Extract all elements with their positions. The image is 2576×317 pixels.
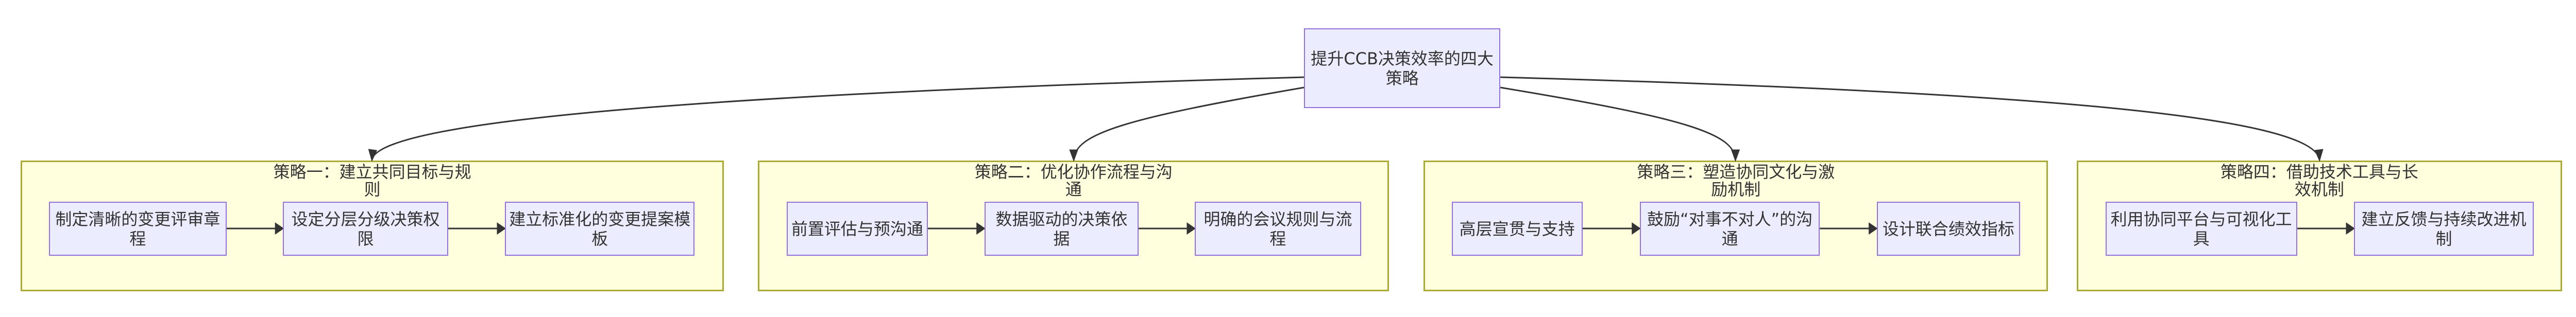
node-review-charter: 制定清晰的变更评审章程 bbox=[49, 202, 227, 256]
node-leadership-support: 高层宣贯与支持 bbox=[1451, 202, 1583, 256]
node-issue-focused-communication: 鼓励“对事不对人”的沟通 bbox=[1639, 202, 1820, 256]
node-meeting-rules: 明确的会议规则与流程 bbox=[1195, 202, 1361, 256]
cluster-title: 策略二：优化协作流程与沟通 bbox=[974, 162, 1173, 199]
edge-root-strategy3 bbox=[1500, 86, 1740, 162]
cluster-title: 策略四：借助技术工具与长效机制 bbox=[2220, 162, 2418, 199]
node-pre-assessment: 前置评估与预沟通 bbox=[786, 202, 928, 256]
node-joint-kpi: 设计联合绩效指标 bbox=[1876, 202, 2020, 256]
node-feedback-improvement: 建立反馈与持续改进机制 bbox=[2354, 202, 2534, 256]
cluster-title: 策略三：塑造协同文化与激励机制 bbox=[1637, 162, 1835, 199]
node-collaboration-platform: 利用协同平台与可视化工具 bbox=[2105, 202, 2297, 256]
root-node: 提升CCB决策效率的四大策略 bbox=[1303, 28, 1501, 108]
edge-root-strategy4 bbox=[1500, 76, 2324, 162]
node-proposal-template: 建立标准化的变更提案模板 bbox=[505, 202, 695, 256]
cluster-title: 策略一：建立共同目标与规则 bbox=[273, 162, 471, 199]
node-data-driven: 数据驱动的决策依据 bbox=[984, 202, 1139, 256]
node-decision-authority: 设定分层分级决策权限 bbox=[283, 202, 448, 256]
root-label: 提升CCB决策效率的四大策略 bbox=[1311, 48, 1494, 88]
edge-root-strategy1 bbox=[368, 76, 1304, 162]
edge-root-strategy2 bbox=[1069, 86, 1304, 162]
